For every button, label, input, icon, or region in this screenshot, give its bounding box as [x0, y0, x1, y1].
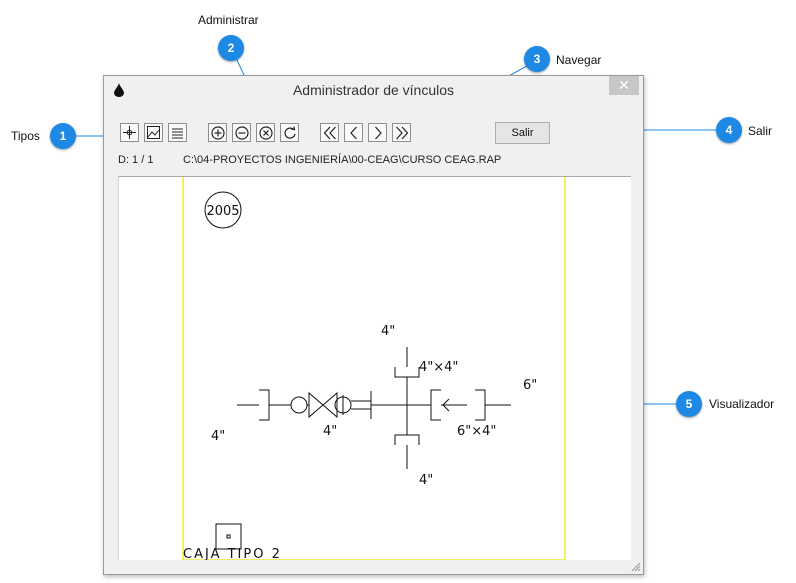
remove-link-button[interactable] — [232, 123, 251, 142]
exit-button[interactable]: Salir — [495, 122, 550, 144]
title-bar[interactable]: Administrador de vínculos ✕ — [104, 76, 643, 106]
callout-badge-3: 3 — [524, 46, 550, 72]
crosshair-icon — [123, 126, 136, 139]
sheet-frame — [182, 177, 566, 560]
list-type-button[interactable] — [168, 123, 187, 142]
refresh-button[interactable] — [280, 123, 299, 142]
first-icon — [323, 126, 336, 139]
last-button[interactable] — [392, 123, 411, 142]
callout-label-salir: Salir — [748, 124, 773, 138]
cancel-circle-icon — [258, 125, 273, 140]
size-middle: 4" — [323, 424, 337, 439]
link-manager-window: Administrador de vínculos ✕ — [103, 75, 644, 575]
size-right: 6" — [523, 378, 537, 393]
link-counter: D: 1 / 1 — [118, 154, 154, 166]
next-icon — [374, 126, 382, 139]
point-type-button[interactable] — [120, 123, 139, 142]
callout-badge-1: 1 — [50, 123, 76, 149]
next-button[interactable] — [368, 123, 387, 142]
drawing-caption: CAJA TIPO 2 — [183, 547, 282, 560]
callout-label-navegar: Navegar — [556, 53, 602, 67]
close-button[interactable]: ✕ — [609, 76, 639, 95]
size-bottom: 4" — [419, 473, 433, 488]
file-path: C:\04-PROYECTOS INGENIERÍA\00-CEAG\CURSO… — [183, 154, 502, 166]
add-link-button[interactable] — [208, 123, 227, 142]
last-icon — [395, 126, 408, 139]
callout-label-administrar: Administrar — [198, 13, 259, 27]
previous-icon — [349, 126, 357, 139]
list-icon — [172, 128, 183, 139]
callout-label-visualizador: Visualizador — [709, 397, 775, 411]
drawing-preview: 2005 — [182, 177, 566, 560]
drop-icon — [114, 83, 124, 97]
image-icon — [147, 126, 160, 139]
image-type-button[interactable] — [144, 123, 163, 142]
add-circle-icon — [210, 125, 225, 140]
year-label: 2005 — [206, 204, 239, 219]
first-button[interactable] — [320, 123, 339, 142]
reducer-right: 6"×4" — [457, 424, 496, 439]
resize-grip-icon[interactable] — [631, 562, 641, 572]
refresh-icon — [283, 125, 296, 139]
size-left: 4" — [211, 429, 225, 444]
callout-badge-2: 2 — [218, 35, 244, 61]
delete-link-button[interactable] — [256, 123, 275, 142]
window-title: Administrador de vínculos — [292, 82, 455, 98]
callout-badge-5: 5 — [676, 391, 702, 417]
year-bubble — [204, 191, 242, 229]
viewer-panel[interactable]: 2005 — [118, 176, 631, 560]
reducer-top: 4"×4" — [419, 360, 458, 375]
previous-button[interactable] — [344, 123, 363, 142]
callout-badge-4: 4 — [716, 117, 742, 143]
callout-label-tipos: Tipos — [11, 129, 40, 143]
remove-circle-icon — [234, 125, 249, 140]
size-top: 4" — [381, 324, 395, 339]
